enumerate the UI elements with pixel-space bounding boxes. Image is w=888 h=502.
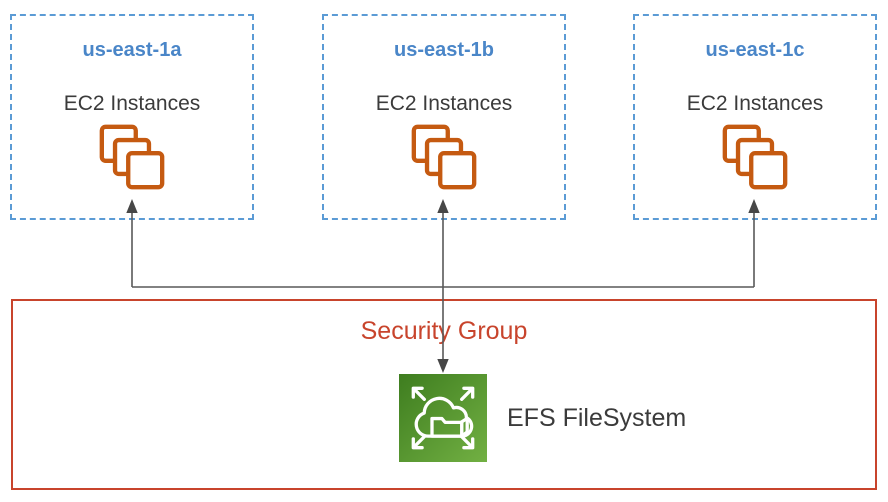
ec2-instances-icon (411, 124, 477, 190)
ec2-instances-label: EC2 Instances (686, 92, 824, 115)
az-name-label: us-east-1c (705, 39, 805, 61)
ec2-instances-icon (99, 124, 165, 190)
az-box-us-east-1c: us-east-1c EC2 Instances (633, 14, 877, 220)
az-box-us-east-1a: us-east-1a EC2 Instances (10, 14, 254, 220)
az-box-us-east-1b: us-east-1b EC2 Instances (322, 14, 566, 220)
ec2-instances-label: EC2 Instances (375, 92, 513, 115)
efs-filesystem-label: EFS FileSystem (507, 403, 687, 432)
cloud-icon (414, 396, 474, 438)
security-group-boundary (11, 299, 877, 490)
security-group-label: Security Group (360, 317, 528, 345)
expand-arrows-icon (411, 386, 475, 450)
efs-filesystem-icon (399, 374, 487, 462)
ec2-instances-icon (722, 124, 788, 190)
folder-icon (430, 416, 464, 438)
ec2-instances-label: EC2 Instances (63, 92, 201, 115)
az-name-label: us-east-1a (82, 39, 182, 61)
az-name-label: us-east-1b (393, 39, 495, 61)
efs-filesystem: EFS FileSystem (399, 374, 686, 462)
